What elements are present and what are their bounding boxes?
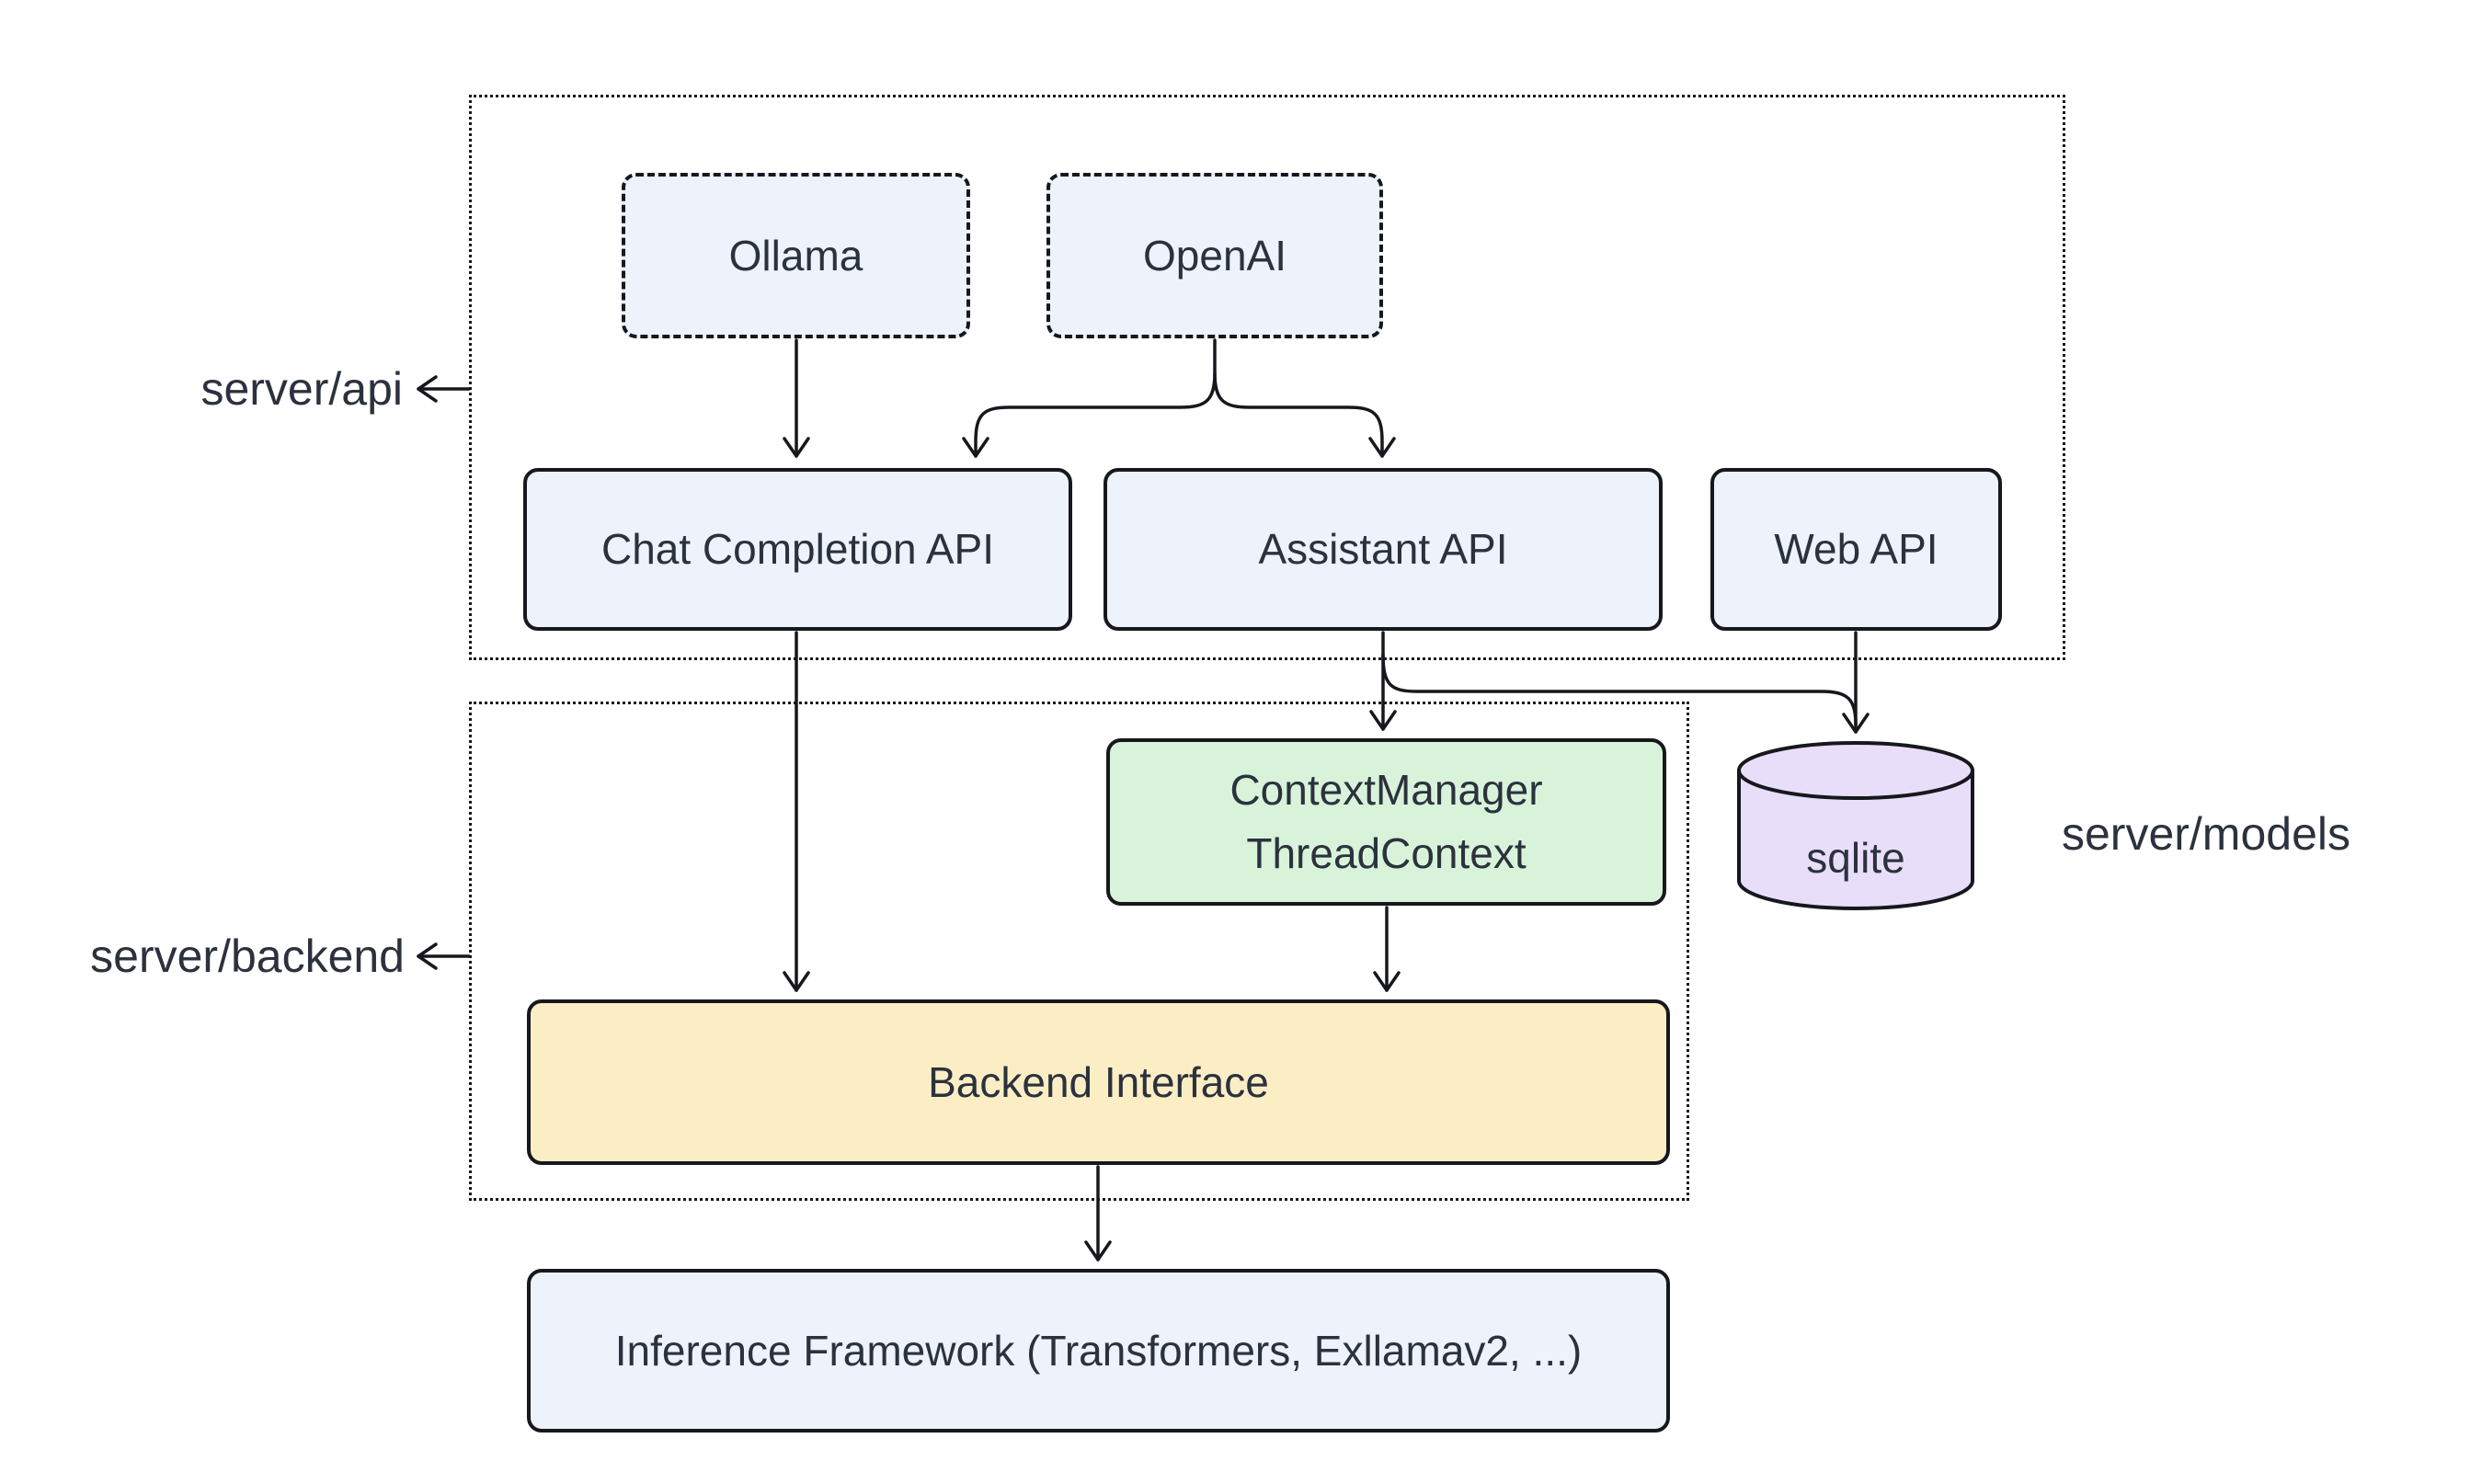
node-web-api-label: Web API <box>1774 525 1938 573</box>
server-api-container <box>469 95 2065 660</box>
node-context-manager-line1: ContextManager <box>1229 766 1543 814</box>
server-backend-label: server/backend <box>90 930 405 982</box>
server-backend-container <box>469 702 1689 1201</box>
node-inference-framework: Inference Framework (Transformers, Exlla… <box>527 1269 1670 1433</box>
node-ollama: Ollama <box>622 173 970 338</box>
node-inference-framework-label: Inference Framework (Transformers, Exlla… <box>614 1326 1583 1375</box>
node-web-api: Web API <box>1710 468 2002 631</box>
sqlite-label: sqlite <box>1806 834 1905 882</box>
node-openai-label: OpenAI <box>1143 231 1286 280</box>
node-ollama-label: Ollama <box>728 231 863 280</box>
node-openai: OpenAI <box>1046 173 1383 338</box>
node-backend-interface: Backend Interface <box>527 999 1670 1165</box>
node-backend-interface-label: Backend Interface <box>928 1057 1269 1106</box>
node-assistant-api-label: Assistant API <box>1258 525 1508 573</box>
node-chat-completion-api-label: Chat Completion API <box>600 525 994 573</box>
sqlite-cylinder-top <box>1739 743 1973 798</box>
node-context-manager-line2: ThreadContext <box>1246 829 1527 877</box>
node-assistant-api: Assistant API <box>1103 468 1663 631</box>
node-chat-completion-api: Chat Completion API <box>523 468 1072 631</box>
server-models-label: server/models <box>2062 808 2350 860</box>
node-context-manager: ContextManager ThreadContext <box>1106 738 1666 906</box>
server-api-label: server/api <box>200 363 403 415</box>
